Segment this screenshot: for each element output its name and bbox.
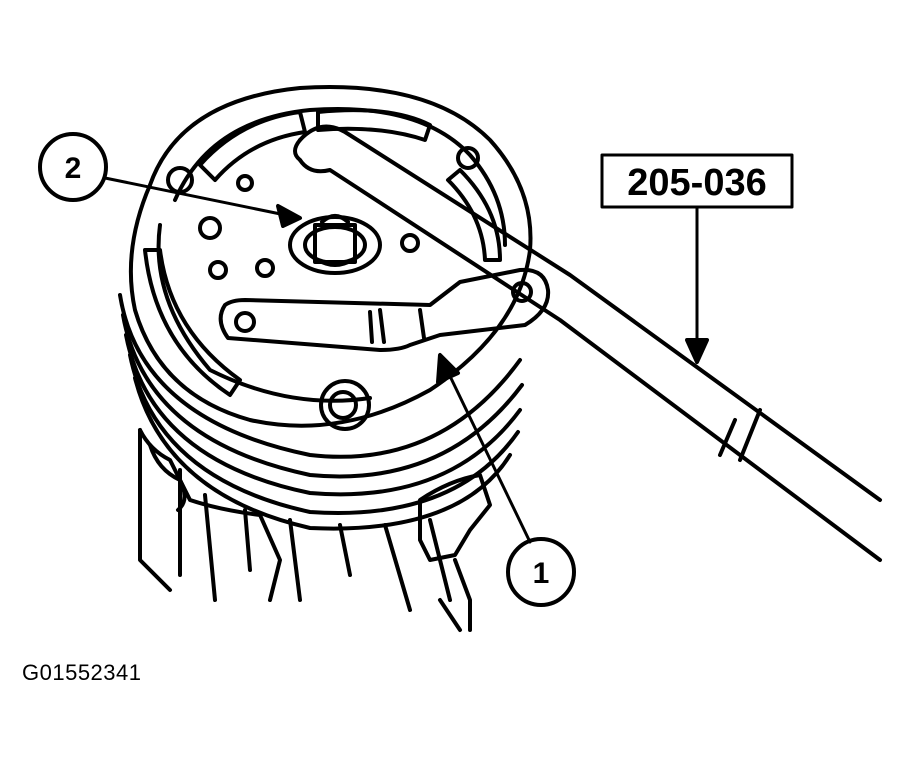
pulley-grooves: [118, 293, 524, 531]
clutch-plate: [128, 85, 533, 428]
callout-1-leader: [436, 353, 576, 607]
callout-2-label: 2: [65, 152, 82, 185]
figure-id: G01552341: [22, 660, 142, 685]
holding-arm: [218, 267, 551, 352]
tool-number-leader: [600, 153, 794, 364]
shaft-nut: [288, 214, 382, 275]
tool-number-label: 205-036: [627, 162, 766, 204]
callout-1-label: 1: [533, 557, 550, 590]
tool-handle: [293, 124, 882, 562]
callout-2-leader: [38, 132, 302, 228]
